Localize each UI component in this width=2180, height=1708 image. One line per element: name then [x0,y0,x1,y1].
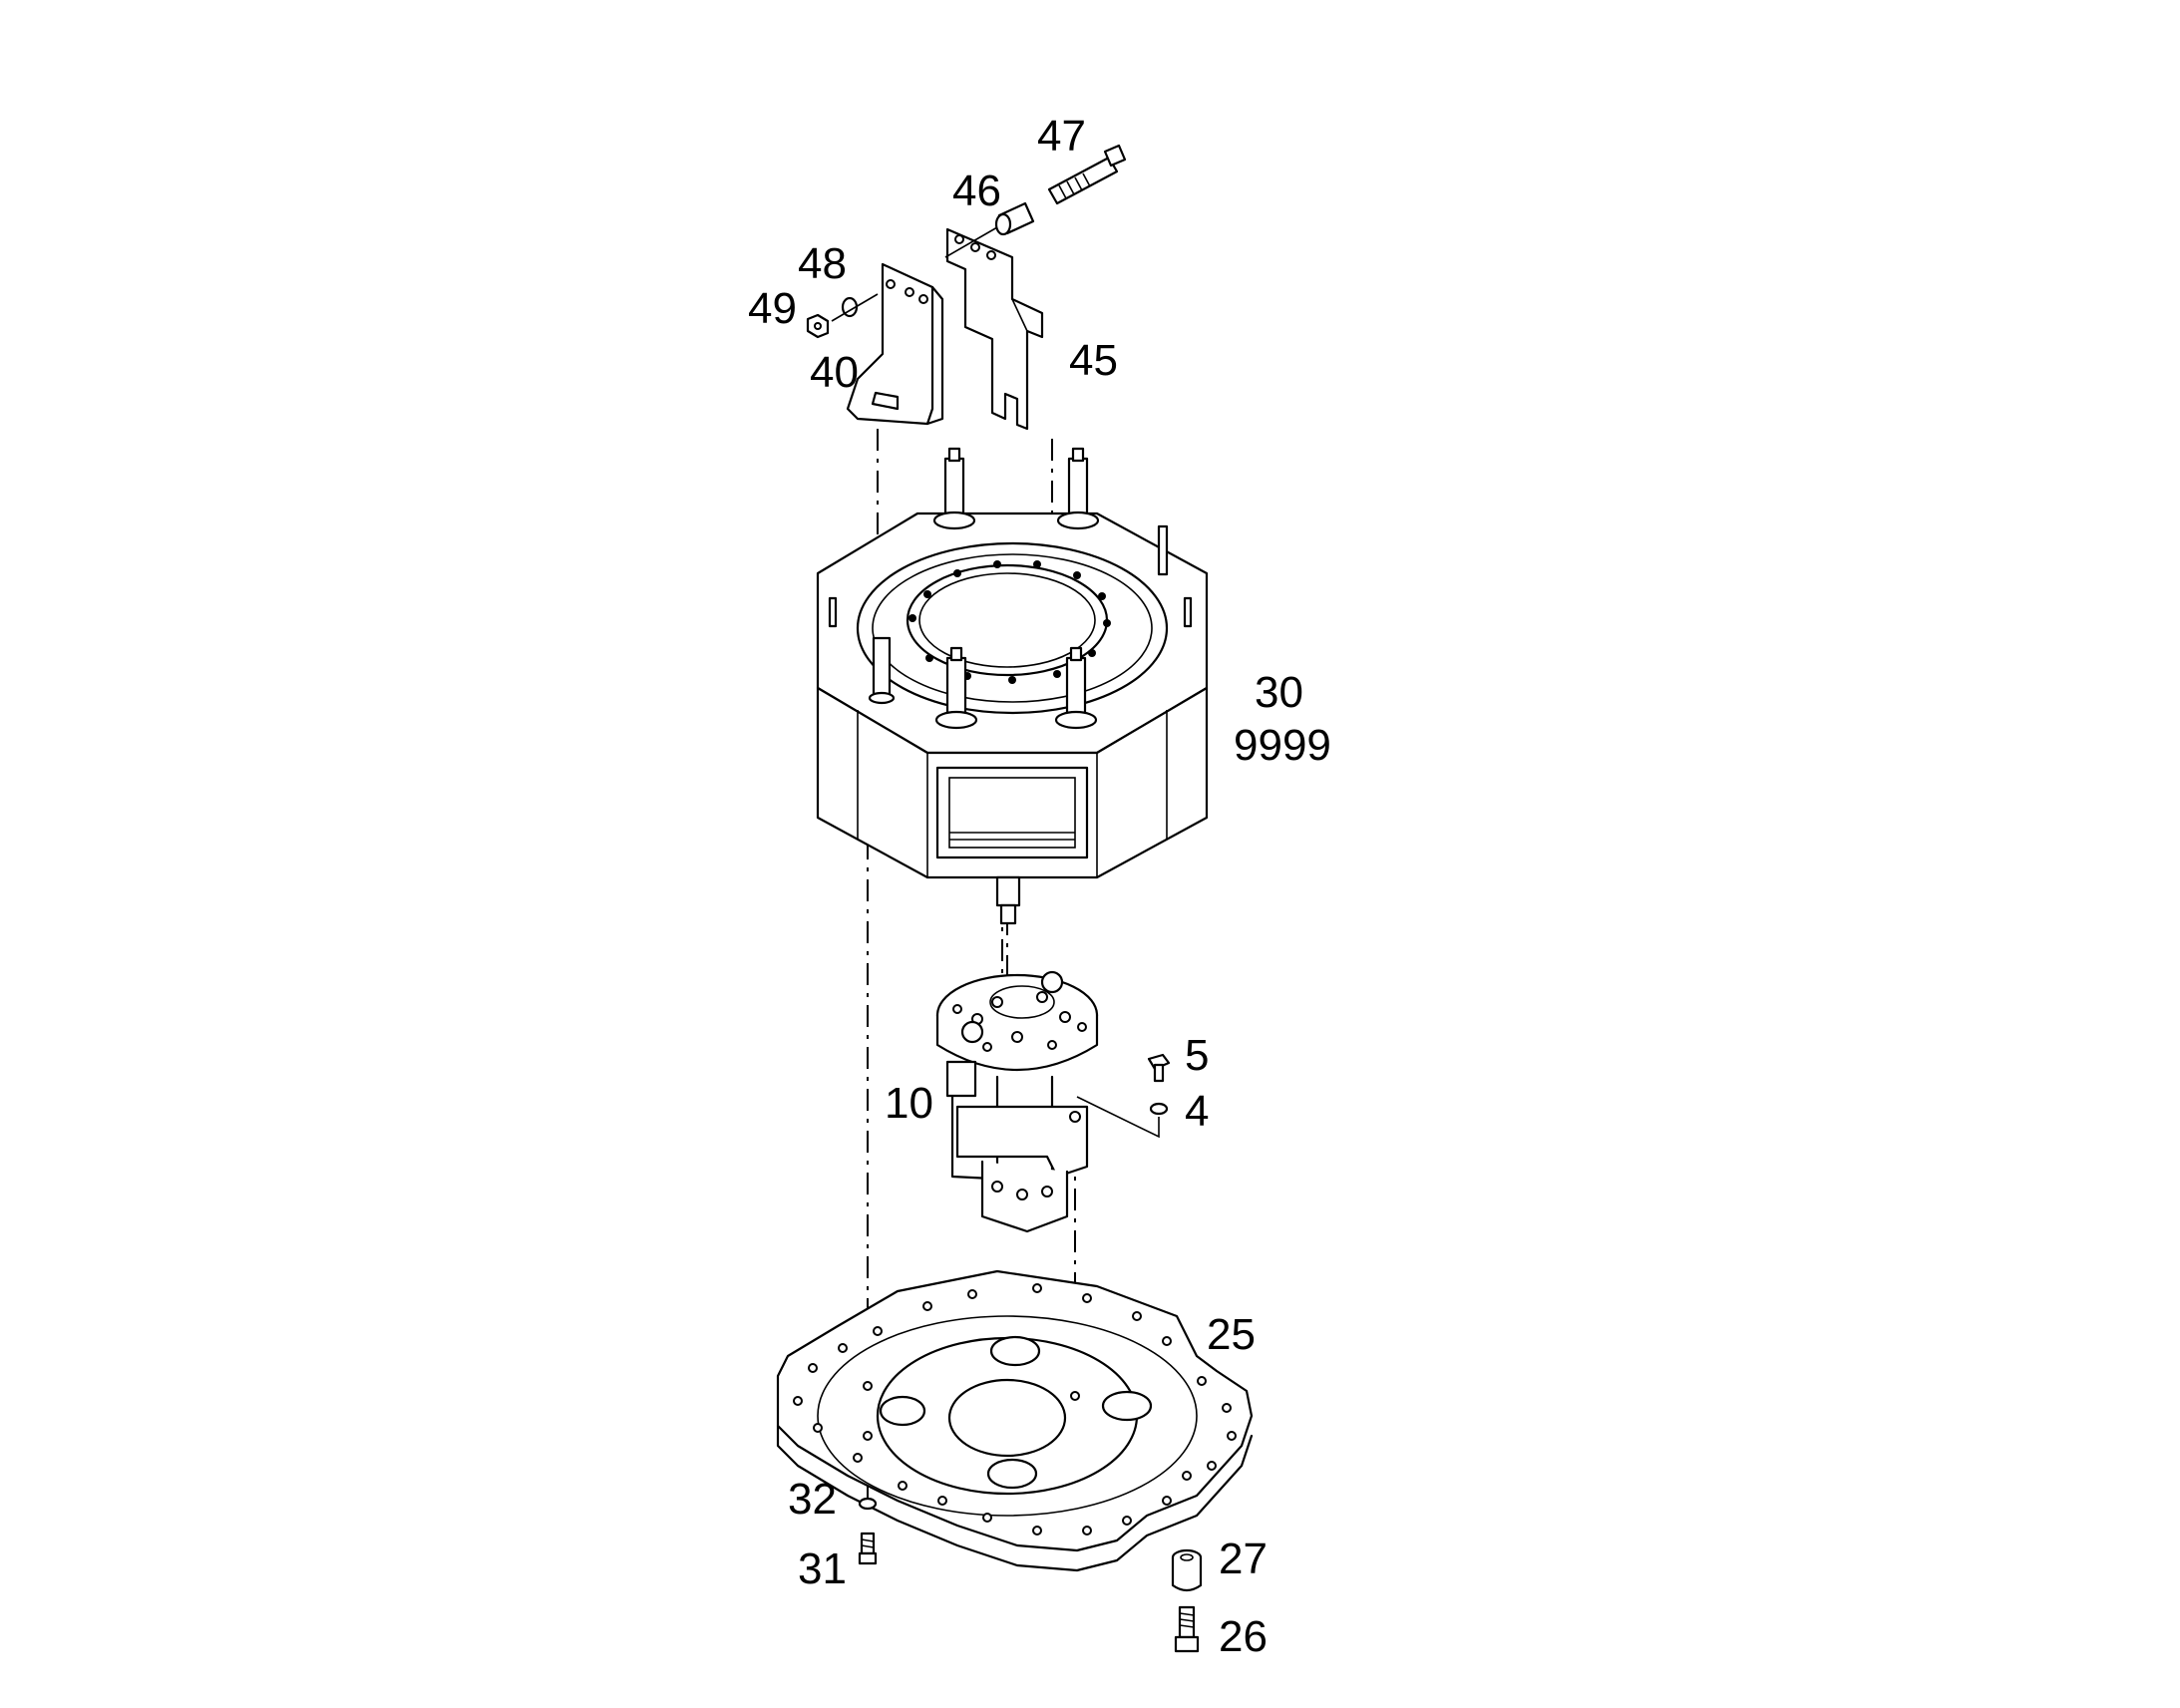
motor-part-10 [935,970,1099,1233]
label-part-26: 26 [1219,1612,1268,1661]
label-part-48: 48 [798,239,847,288]
bolt-part-26 [1174,1605,1200,1653]
spacer-part-46 [994,201,1035,236]
bolt-part-47 [1047,144,1127,205]
label-part-45: 45 [1069,336,1118,385]
label-part-49: 49 [748,284,797,333]
label-part-10: 10 [885,1079,933,1128]
label-part-5: 5 [1185,1031,1210,1080]
label-part-25: 25 [1207,1310,1256,1359]
label-part-31: 31 [798,1544,847,1593]
washer-part-32 [858,1497,878,1511]
screw-part-31 [858,1532,878,1565]
label-part-47: 47 [1037,112,1086,161]
label-part-30: 30 [1255,668,1303,717]
spacer-part-27 [1171,1548,1203,1592]
bracket-part-45 [945,227,1044,431]
label-part-46: 46 [952,167,1001,215]
nut-part-49 [806,313,830,339]
bracket-part-40 [846,262,944,426]
washer-part-4 [1149,1102,1169,1116]
base-plate-part-25 [776,1269,1254,1572]
label-part-32: 32 [788,1475,837,1524]
label-part-27: 27 [1219,1535,1268,1583]
label-part-9999: 9999 [1234,721,1331,770]
label-part-4: 4 [1185,1087,1210,1136]
housing-studs [828,447,1193,730]
housing-part-30 [816,447,1209,925]
label-part-40: 40 [810,348,859,397]
bolt-part-5 [1147,1053,1171,1083]
